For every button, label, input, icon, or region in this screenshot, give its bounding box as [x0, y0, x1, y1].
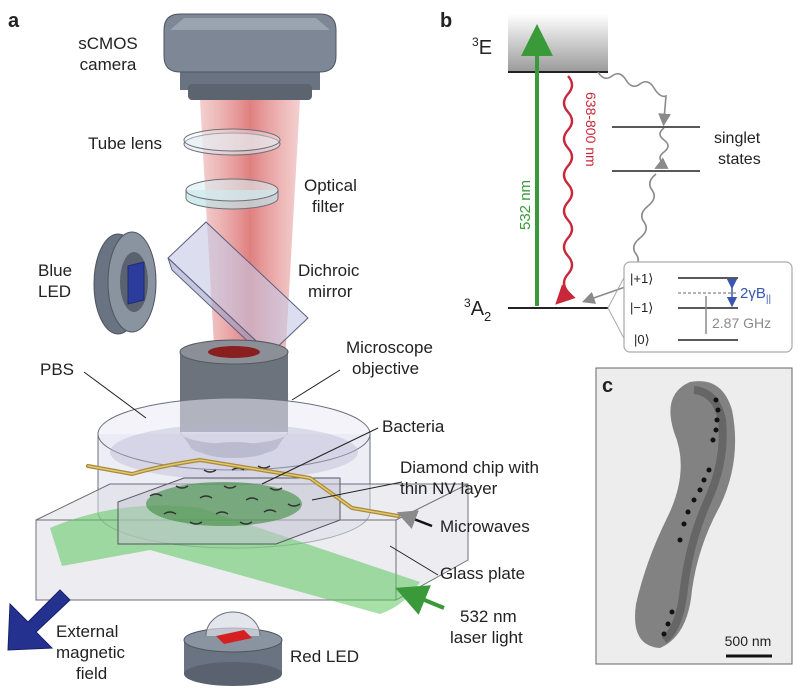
label-objective-1: Microscope: [346, 338, 433, 357]
label-microwaves: Microwaves: [440, 517, 530, 536]
label-laser-2: laser light: [450, 628, 523, 647]
optical-filter: [185, 178, 279, 210]
label-chip-1: Diamond chip with: [400, 458, 539, 477]
laser-arrow: [395, 585, 445, 615]
label-glass-plate: Glass plate: [440, 564, 525, 583]
scale-bar-label: 500 nm: [725, 633, 772, 649]
label-external-2: magnetic: [56, 643, 125, 662]
label-camera-2: camera: [80, 55, 137, 74]
zfs-label: 2.87 GHz: [712, 315, 771, 331]
label-tube-lens: Tube lens: [88, 134, 162, 153]
singlet-label-1: singlet: [714, 130, 761, 147]
sublevel-inset: [623, 261, 793, 353]
label-dichroic-2: mirror: [308, 282, 353, 301]
label-objective-2: objective: [352, 359, 419, 378]
tube-lens: [183, 128, 281, 156]
label-camera-1: sCMOS: [78, 34, 138, 53]
panel-a-letter: a: [8, 10, 20, 32]
label-chip-2: thin NV layer: [400, 479, 498, 498]
label-laser-1: 532 nm: [460, 607, 517, 626]
blue-led: [93, 231, 157, 335]
red-led: [183, 611, 283, 686]
singlet-label-2: states: [718, 151, 761, 168]
level-zero: |0⟩: [634, 332, 650, 347]
label-red-led: Red LED: [290, 647, 359, 666]
magnetosome-chain: [661, 397, 721, 637]
external-field-arrow: [7, 589, 71, 651]
bacterium-body: [635, 381, 736, 648]
microwave-arrow: [396, 510, 433, 529]
isc-arrow-2: [654, 127, 669, 169]
level-plus1: |+1⟩: [630, 271, 653, 286]
emission-label: 638-800 nm: [583, 92, 599, 167]
level-minus1: |−1⟩: [630, 300, 653, 315]
label-blue-led-1: Blue: [38, 261, 72, 280]
emission-arrow: [555, 75, 576, 305]
panel-b-letter: b: [440, 10, 452, 32]
ground-state-label: 3A2: [464, 296, 491, 324]
excited-state-label: 3E: [472, 35, 492, 59]
pump-label: 532 nm: [517, 180, 534, 230]
scmos-camera: [163, 13, 337, 100]
leader-lines: [83, 369, 439, 576]
label-filter-2: filter: [312, 197, 344, 216]
label-dichroic-1: Dichroic: [298, 261, 360, 280]
label-pbs: PBS: [40, 360, 74, 379]
zeeman-label: 2γB||: [740, 285, 771, 305]
label-bacteria: Bacteria: [382, 417, 445, 436]
label-external-3: field: [76, 664, 107, 683]
label-external-1: External: [56, 622, 118, 641]
label-blue-led-2: LED: [38, 282, 71, 301]
label-filter-1: Optical: [304, 176, 357, 195]
diamond-chip: [117, 477, 341, 545]
isc-arrow-1: [597, 71, 671, 127]
excited-state-band: [508, 14, 608, 72]
panel-c-letter: c: [602, 375, 613, 397]
